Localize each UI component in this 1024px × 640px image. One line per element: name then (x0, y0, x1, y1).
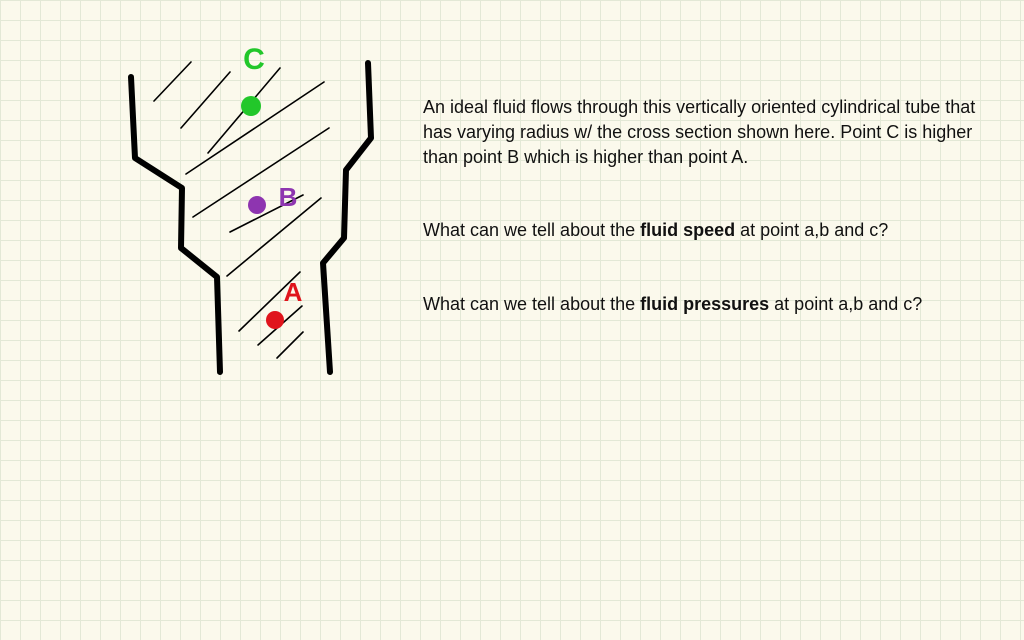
question-fluid-pressures: What can we tell about the fluid pressur… (423, 292, 983, 317)
problem-statement: An ideal fluid flows through this vertic… (423, 97, 976, 167)
question1-suffix: at point a,b and c? (735, 220, 889, 240)
point-b-label: B (279, 182, 298, 212)
question-fluid-speed: What can we tell about the fluid speed a… (423, 218, 983, 243)
question1-emphasis: fluid speed (640, 220, 736, 240)
question1-prefix: What can we tell about the (423, 220, 641, 240)
point-a-dot (266, 311, 284, 329)
point-c-label: C (243, 43, 265, 76)
point-c-dot (241, 96, 261, 116)
point-a-label: A (284, 277, 303, 307)
point-b-dot (248, 196, 266, 214)
tube-right-wall (320, 60, 374, 375)
tube-left-wall (128, 74, 223, 375)
question2-suffix: at point a,b and c? (769, 294, 923, 314)
question2-emphasis: fluid pressures (640, 294, 770, 314)
question2-prefix: What can we tell about the (423, 294, 641, 314)
